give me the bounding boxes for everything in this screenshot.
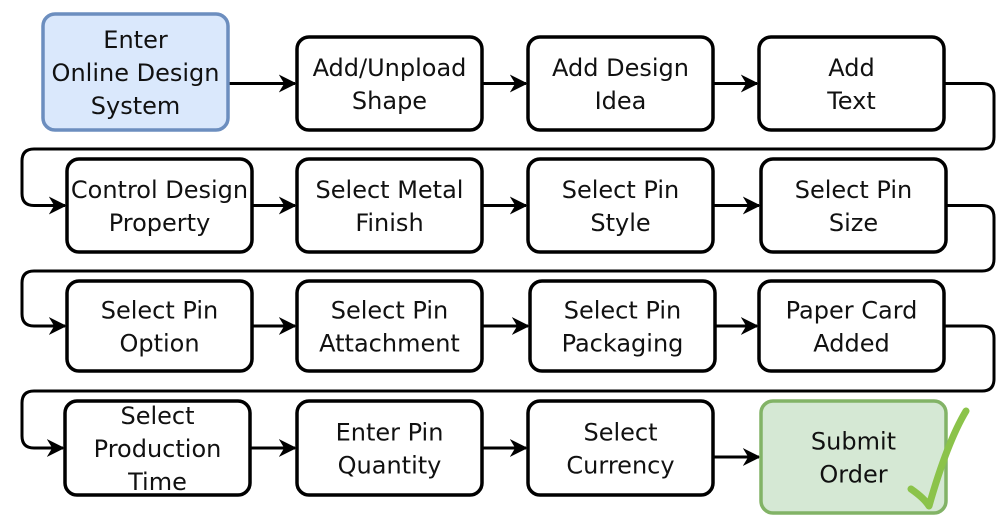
- step-box-shape: [759, 157, 948, 254]
- step-label-line: Property: [109, 209, 211, 237]
- wrap-connector-arrow: [20, 204, 996, 335]
- step-label-line: Add Design: [552, 54, 689, 82]
- step-box-shape: [757, 279, 946, 373]
- step-box-shape: [295, 157, 484, 254]
- step-label-line: Control Design: [71, 176, 248, 204]
- step-label-line: Paper Card: [786, 297, 918, 325]
- step-box-shape: [526, 157, 715, 254]
- step-label-line: Select Pin: [795, 176, 913, 204]
- wrap-connector-arrow: [20, 324, 996, 457]
- step-label-line: Order: [819, 461, 887, 489]
- step-box-shape: [65, 157, 254, 254]
- step-label-line: Idea: [595, 87, 647, 115]
- step-label-line: Currency: [566, 452, 674, 480]
- step-label-line: Add: [828, 54, 874, 82]
- step-box-shape: [757, 35, 946, 132]
- step-label-line: Select Metal: [316, 176, 464, 204]
- step-box-shape: [528, 279, 717, 373]
- step-box-shape: [526, 35, 715, 132]
- step-label-line: Option: [119, 330, 199, 358]
- step-label-line: Enter Pin: [336, 419, 444, 447]
- step-label-line: Size: [829, 209, 878, 237]
- step-label-line: Time: [127, 468, 187, 496]
- step-label-line: Finish: [355, 209, 423, 237]
- step-label-line: Packaging: [562, 330, 684, 358]
- step-label-line: Select: [583, 419, 657, 447]
- step-label-line: Shape: [352, 87, 427, 115]
- step-label-line: Enter: [103, 26, 168, 54]
- connectors: [20, 74, 996, 466]
- step-box-shape: [41, 12, 230, 132]
- step-box-shape: [63, 399, 252, 497]
- step-label-line: Quantity: [338, 452, 442, 480]
- step-label-line: Select Pin: [564, 297, 682, 325]
- wrap-connector-arrow: [20, 82, 996, 215]
- step-label-line: Submit: [811, 428, 896, 456]
- checkmark-icon: [907, 407, 970, 510]
- step-label-line: Text: [826, 87, 876, 115]
- step-box-shape: [295, 399, 484, 497]
- step-label-line: Style: [590, 209, 650, 237]
- step-label-line: Added: [813, 330, 889, 358]
- step-box-shape: [65, 279, 254, 373]
- step-label-line: Attachment: [319, 330, 460, 358]
- step-box-shape: [295, 279, 484, 373]
- step-label-line: Production: [94, 435, 222, 463]
- step-label-line: Select Pin: [331, 297, 449, 325]
- step-label-line: Select Pin: [101, 297, 219, 325]
- step-box-shape: [526, 399, 715, 497]
- step-label-line: Select: [120, 402, 194, 430]
- step-box-shape: [295, 35, 484, 132]
- step-label-line: Select Pin: [562, 176, 680, 204]
- step-label-line: System: [91, 92, 181, 120]
- step-label-line: Online Design: [52, 59, 220, 87]
- step-label-line: Add/Unpload: [313, 54, 467, 82]
